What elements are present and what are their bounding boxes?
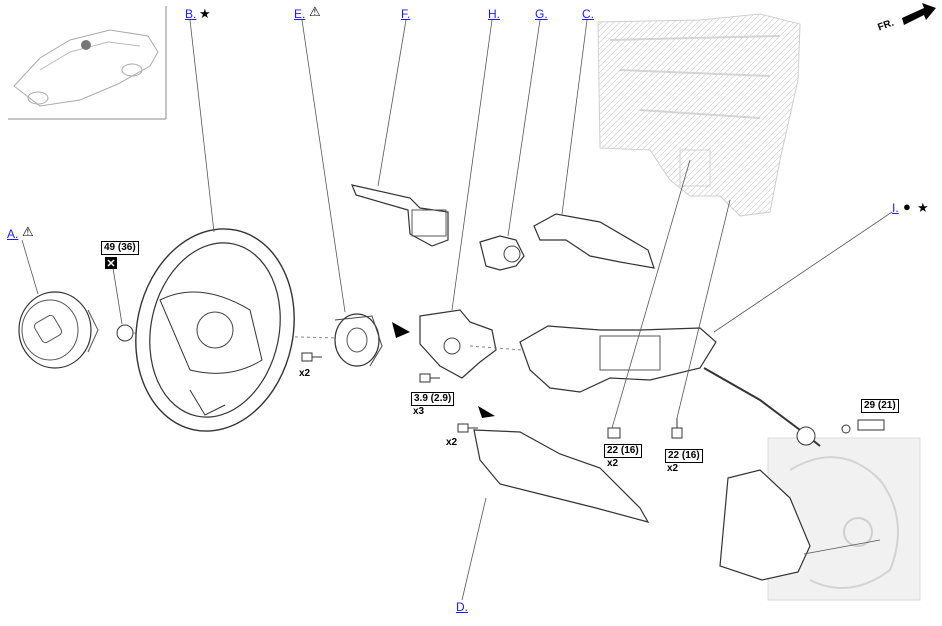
qty-column-nuts: x2 xyxy=(607,458,619,469)
steering-wheel xyxy=(135,228,295,432)
callout-g[interactable]: G. xyxy=(535,7,548,21)
front-arrow-icon xyxy=(902,3,936,25)
torque-steering-wheel-nut: 49 (36) xyxy=(101,241,139,255)
callout-f[interactable]: F. xyxy=(401,7,411,21)
star-icon: ★ xyxy=(199,6,211,21)
combination-switch-screw xyxy=(301,352,322,362)
leader-lines xyxy=(21,19,893,601)
light-switch xyxy=(479,235,525,271)
steering-column xyxy=(469,325,821,447)
wiper-switch xyxy=(351,184,449,247)
torque-column-cover-screw: 3.9 (2.9) xyxy=(411,392,455,406)
vehicle-locator-inset xyxy=(8,6,167,120)
callout-d[interactable]: D. xyxy=(456,600,468,614)
knee-bolster xyxy=(719,469,811,581)
qty-lower-cover-screws: x2 xyxy=(446,437,458,448)
circle-icon: ● xyxy=(903,199,911,214)
star-icon: ★ xyxy=(917,200,929,215)
torque-column-bolt: 22 (16) xyxy=(665,449,703,463)
callout-e[interactable]: E. xyxy=(294,7,306,21)
callout-h[interactable]: H. xyxy=(488,7,500,21)
replace-part-icon xyxy=(105,257,117,269)
cable-reel xyxy=(334,313,383,367)
lower-column-cover xyxy=(473,429,650,523)
driver-airbag xyxy=(18,291,99,369)
warning-icon: ⚠ xyxy=(309,4,321,19)
callout-b[interactable]: B. xyxy=(185,7,197,21)
callout-i[interactable]: I. xyxy=(892,201,899,215)
callout-c[interactable]: C. xyxy=(582,7,594,21)
dashboard-frame xyxy=(597,13,801,217)
combination-switch-body xyxy=(392,309,497,418)
warning-icon: ⚠ xyxy=(22,224,34,239)
torque-column-nut: 22 (16) xyxy=(604,444,642,458)
upper-column-cover xyxy=(533,213,655,269)
qty-column-bolts: x2 xyxy=(667,463,679,474)
torque-joint-bolt: 29 (21) xyxy=(861,399,899,413)
fasteners xyxy=(419,373,885,439)
qty-cover-screws: x3 xyxy=(413,406,425,417)
qty-combo-switch-screws: x2 xyxy=(299,368,311,379)
callout-a[interactable]: A. xyxy=(7,227,19,241)
